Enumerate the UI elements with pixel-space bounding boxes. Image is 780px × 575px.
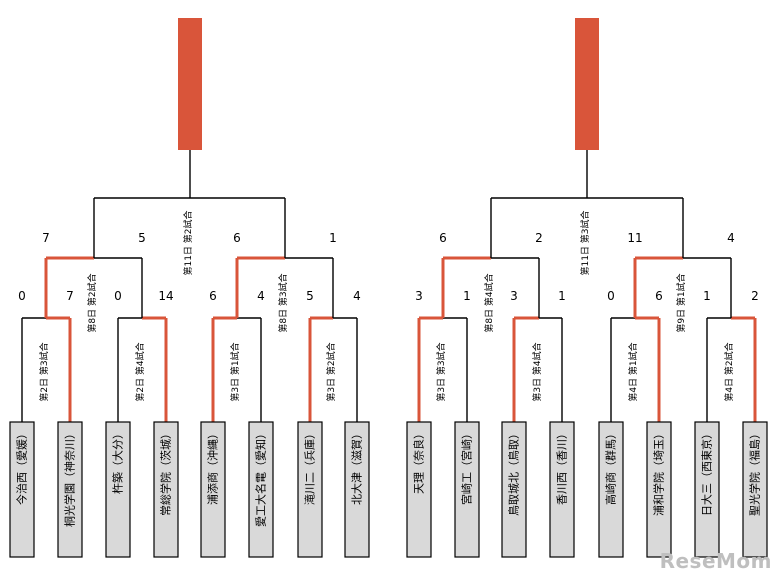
score-label: 0 [607, 289, 615, 303]
team-box [646, 421, 672, 558]
team-name: 桐光学園（神奈川） [63, 428, 77, 527]
score-label: 2 [751, 289, 759, 303]
team-name: 宮崎工（宮崎） [460, 428, 474, 505]
team-name: 聖光学院（福島） [748, 428, 762, 516]
team-boxes [9, 421, 768, 558]
score-label: 3 [415, 289, 423, 303]
team-name: 日大三（西東京） [700, 428, 714, 516]
game-label: 第11日 第3試合 [579, 210, 591, 275]
bracket-lines [21, 150, 757, 422]
winner-bar [575, 18, 599, 150]
winner-bars [178, 18, 599, 150]
score-label: 1 [703, 289, 711, 303]
team-box [200, 421, 226, 558]
score-label: 6 [439, 231, 447, 245]
game-label: 第3日 第4試合 [531, 342, 543, 401]
watermark-logo: ReseMom [659, 549, 772, 573]
game-label: 第3日 第2試合 [325, 342, 337, 401]
team-box [406, 421, 432, 558]
team-name: 北大津（滋賀） [350, 428, 364, 505]
score-label: 4 [353, 289, 361, 303]
winner-bar [178, 18, 202, 150]
game-label: 第2日 第4試合 [134, 342, 146, 401]
team-box [248, 421, 274, 558]
team-box [344, 421, 370, 558]
team-name: 常総学院（茨城） [159, 428, 173, 516]
team-name: 杵築（大分） [111, 428, 125, 494]
game-label: 第3日 第3試合 [435, 342, 447, 401]
score-label: 5 [306, 289, 314, 303]
score-label: 7 [42, 231, 50, 245]
game-label: 第8日 第2試合 [86, 273, 98, 332]
score-label: 0 [114, 289, 122, 303]
score-label: 1 [463, 289, 471, 303]
team-name: 愛工大名電（愛知） [254, 428, 268, 527]
score-label: 3 [510, 289, 518, 303]
team-box [57, 421, 83, 558]
score-label: 7 [66, 289, 74, 303]
game-label: 第8日 第4試合 [483, 273, 495, 332]
team-box [742, 421, 768, 558]
game-label: 第8日 第3試合 [277, 273, 289, 332]
score-label: 0 [18, 289, 26, 303]
score-label: 6 [655, 289, 663, 303]
team-box [549, 421, 575, 558]
team-box [9, 421, 35, 558]
score-label: 14 [158, 289, 173, 303]
game-label: 第4日 第2試合 [723, 342, 735, 401]
team-name: 天理（奈良） [412, 428, 426, 494]
score-label: 4 [257, 289, 265, 303]
team-name: 浦和学院（埼玉） [652, 428, 666, 516]
team-box [501, 421, 527, 558]
game-label: 第9日 第1試合 [675, 273, 687, 332]
team-box [105, 421, 131, 558]
team-box [694, 421, 720, 558]
game-label: 第2日 第3試合 [38, 342, 50, 401]
score-label: 1 [558, 289, 566, 303]
score-label: 6 [233, 231, 241, 245]
team-box [454, 421, 480, 558]
team-box [297, 421, 323, 558]
game-label: 第3日 第1試合 [229, 342, 241, 401]
team-box [153, 421, 179, 558]
team-name: 今治西（愛媛） [15, 428, 29, 505]
team-name: 滝川二（兵庫） [303, 428, 317, 505]
score-label: 11 [627, 231, 642, 245]
team-name: 鳥取城北（鳥取） [507, 428, 521, 516]
game-label: 第11日 第2試合 [182, 210, 194, 275]
game-label: 第4日 第1試合 [627, 342, 639, 401]
team-name: 香川西（香川） [556, 428, 569, 505]
team-name: 浦添商（沖縄） [206, 428, 220, 505]
score-label: 1 [329, 231, 337, 245]
team-name: 高崎商（群馬） [604, 428, 618, 505]
score-label: 4 [727, 231, 735, 245]
score-label: 2 [535, 231, 543, 245]
score-label: 6 [209, 289, 217, 303]
score-label: 5 [138, 231, 146, 245]
team-box [598, 421, 624, 558]
